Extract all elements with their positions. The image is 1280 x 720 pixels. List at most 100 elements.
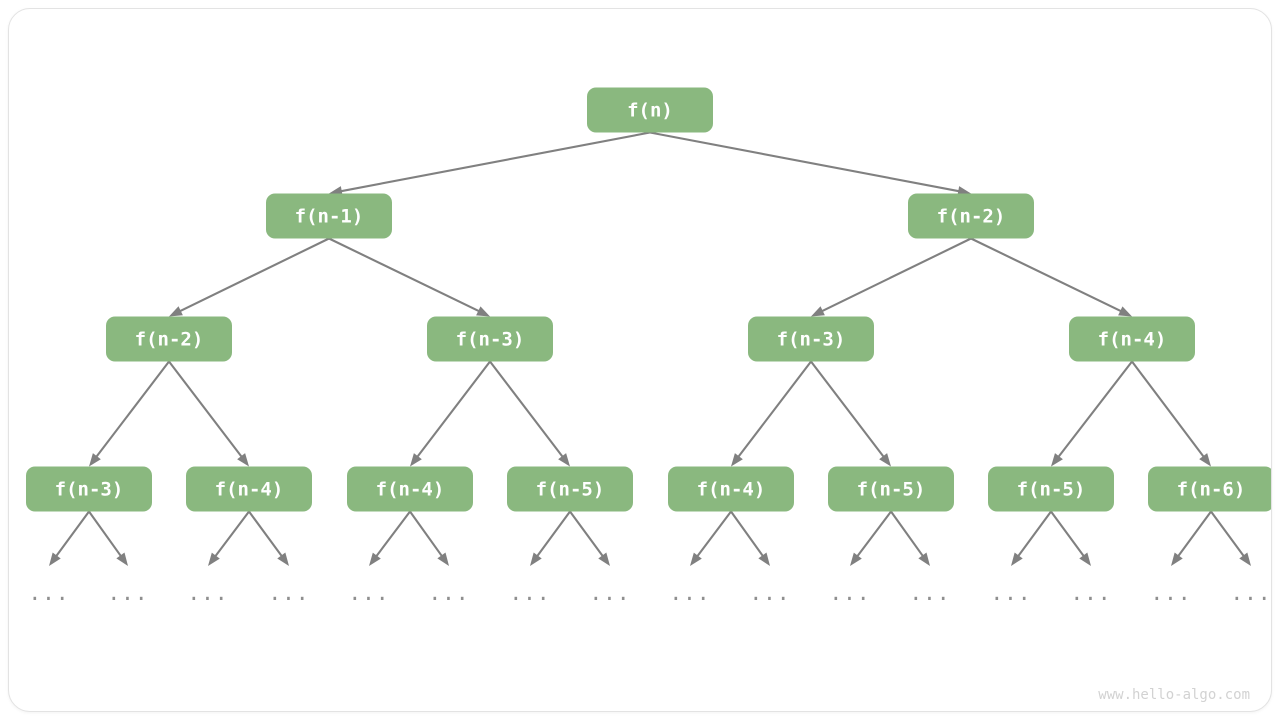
arrow-head-icon — [1199, 453, 1211, 467]
arrow-head-icon — [690, 552, 702, 566]
arrow-head-icon — [850, 552, 862, 566]
arrow-head-icon — [437, 552, 449, 566]
node-label: f(n-3) — [55, 479, 124, 501]
edge-line — [340, 131, 652, 193]
arrow-head-icon — [558, 453, 570, 467]
edge-line — [1130, 360, 1205, 458]
arrow-head-icon — [879, 453, 891, 467]
edge-line — [737, 360, 813, 458]
node-box[interactable] — [347, 466, 473, 512]
edge-line — [1049, 510, 1085, 557]
arrow-head-icon — [811, 306, 825, 317]
tree-node[interactable]: f(n-5) — [828, 466, 954, 512]
node-box[interactable] — [26, 466, 152, 512]
node-box[interactable] — [266, 193, 392, 239]
node-box[interactable] — [748, 316, 874, 362]
ellipsis-layer: ........................................… — [29, 581, 1272, 605]
tree-edge — [49, 510, 91, 566]
node-label: f(n-5) — [1017, 479, 1086, 501]
tree-node[interactable]: f(n-4) — [347, 466, 473, 512]
tree-edge — [89, 360, 171, 467]
tree-node[interactable]: f(n-6) — [1148, 466, 1272, 512]
arrow-head-icon — [1051, 453, 1063, 467]
arrow-head-icon — [49, 552, 61, 566]
arrow-head-icon — [530, 552, 542, 566]
edge-line — [167, 360, 243, 458]
ellipsis-label: ... — [670, 581, 711, 605]
arrow-head-icon — [1239, 552, 1251, 566]
ellipsis-label: ... — [510, 581, 551, 605]
edge-line — [856, 510, 893, 557]
ellipsis-label: ... — [429, 581, 470, 605]
tree-edge — [731, 360, 813, 467]
node-label: f(n-1) — [295, 206, 364, 228]
node-box[interactable] — [668, 466, 794, 512]
node-box[interactable] — [988, 466, 1114, 512]
node-label: f(n-4) — [697, 479, 766, 501]
tree-node[interactable]: f(n-3) — [748, 316, 874, 362]
node-label: f(n-5) — [857, 479, 926, 501]
tree-node[interactable]: f(n-3) — [26, 466, 152, 512]
ellipsis-label: ... — [349, 581, 390, 605]
tree-node[interactable]: f(n-5) — [988, 466, 1114, 512]
edge-line — [95, 360, 171, 458]
tree-edge — [648, 131, 971, 196]
node-label: f(n-4) — [1098, 329, 1167, 351]
edge-line — [488, 360, 564, 458]
node-box[interactable] — [1148, 466, 1272, 512]
edge-line — [327, 237, 480, 312]
ellipsis-label: ... — [1231, 581, 1272, 605]
ellipsis-label: ... — [108, 581, 149, 605]
node-box[interactable] — [427, 316, 553, 362]
node-label: f(n) — [627, 100, 673, 122]
tree-node[interactable]: f(n) — [587, 87, 713, 133]
node-box[interactable] — [1069, 316, 1195, 362]
edge-line — [214, 510, 251, 557]
edge-line — [648, 131, 960, 193]
tree-node[interactable]: f(n-3) — [427, 316, 553, 362]
arrow-head-icon — [918, 552, 930, 566]
tree-edge — [327, 237, 490, 317]
edge-line — [696, 510, 733, 557]
edge-line — [729, 510, 764, 557]
tree-edge — [809, 360, 891, 467]
node-label: f(n-2) — [937, 206, 1006, 228]
edge-line — [1177, 510, 1213, 557]
tree-node[interactable]: f(n-2) — [106, 316, 232, 362]
node-label: f(n-4) — [215, 479, 284, 501]
ellipsis-label: ... — [1071, 581, 1112, 605]
node-box[interactable] — [828, 466, 954, 512]
tree-node[interactable]: f(n-4) — [668, 466, 794, 512]
node-label: f(n-6) — [1177, 479, 1246, 501]
arrow-head-icon — [89, 453, 101, 467]
recursion-tree-svg: f(n) f(n-1) f(n-2) f(n-2) f(n-3) f(n-3) f(n-4)… — [26, 87, 1272, 703]
tree-edge — [87, 510, 128, 566]
ellipsis-label: ... — [1151, 581, 1192, 605]
watermark-label: www.hello-algo.com — [1098, 687, 1250, 703]
tree-node[interactable]: f(n-2) — [908, 193, 1034, 239]
tree-node[interactable]: f(n-4) — [1069, 316, 1195, 362]
node-box[interactable] — [507, 466, 633, 512]
tree-edge — [169, 237, 331, 317]
arrow-head-icon — [369, 552, 381, 566]
node-label: f(n-3) — [777, 329, 846, 351]
edge-line — [55, 510, 91, 557]
arrow-head-icon — [476, 306, 490, 317]
tree-node[interactable]: f(n-1) — [266, 193, 392, 239]
node-label: f(n-5) — [536, 479, 605, 501]
edge-line — [1209, 510, 1245, 557]
tree-node[interactable]: f(n-5) — [507, 466, 633, 512]
tree-edge — [1209, 510, 1251, 566]
node-box[interactable] — [106, 316, 232, 362]
edge-line — [969, 237, 1122, 312]
tree-edge — [247, 510, 289, 566]
tree-edge — [1130, 360, 1211, 467]
arrow-head-icon — [1011, 552, 1023, 566]
arrow-head-icon — [208, 552, 220, 566]
node-box[interactable] — [186, 466, 312, 512]
node-box[interactable] — [587, 87, 713, 133]
tree-edge — [1051, 360, 1134, 467]
edge-line — [809, 360, 885, 458]
tree-node[interactable]: f(n-4) — [186, 466, 312, 512]
node-box[interactable] — [908, 193, 1034, 239]
